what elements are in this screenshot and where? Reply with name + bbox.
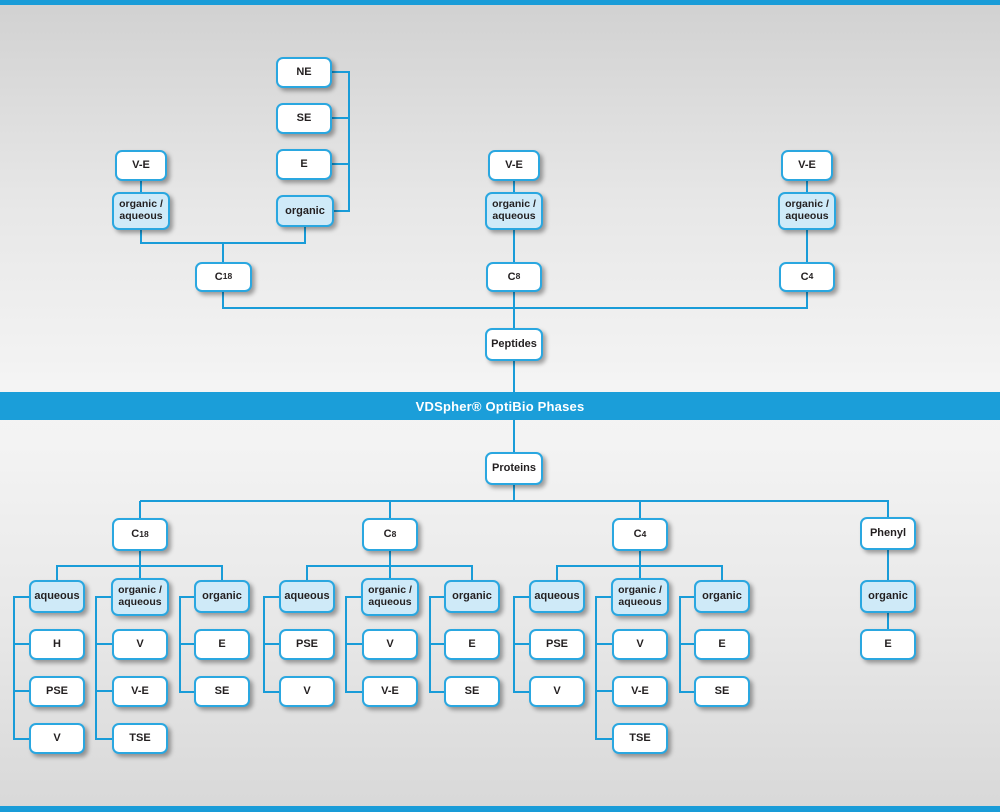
- box-proteins-c18-eluent-organic-aqueous: organic / aqueous: [111, 578, 169, 616]
- connector-trunk: [139, 292, 889, 518]
- box-peptides-c18-organic-phase-se: SE: [276, 103, 332, 134]
- box-peptides-root: Peptides: [485, 328, 543, 361]
- box-proteins-c18-organic-phase-e: E: [194, 629, 250, 660]
- banner-title: VDSpher® OptiBio Phases: [0, 392, 1000, 420]
- connector-peptides-organic-bus: [332, 71, 350, 212]
- top-accent-bar: [0, 0, 1000, 5]
- box-proteins-c4-orgaq-phase-tse: TSE: [612, 723, 668, 754]
- connector-proteins-c8-group: [263, 551, 473, 693]
- box-proteins-c4-orgaq-phase-ve: V-E: [612, 676, 668, 707]
- box-proteins-c18-aqueous-phase-pse: PSE: [29, 676, 85, 707]
- box-proteins-root: Proteins: [485, 452, 543, 485]
- box-proteins-c4-eluent-organic: organic: [694, 580, 750, 613]
- box-proteins-phenyl-eluent-organic: organic: [860, 580, 916, 613]
- connector-proteins-c4-group: [513, 551, 723, 740]
- box-proteins-c8-aqueous-phase-v: V: [279, 676, 335, 707]
- box-proteins-c18-aqueous-phase-h: H: [29, 629, 85, 660]
- box-peptides-c18-phase-ve: V-E: [115, 150, 167, 181]
- box-proteins-column-phenyl: Phenyl: [860, 517, 916, 550]
- box-proteins-c18-eluent-aqueous: aqueous: [29, 580, 85, 613]
- box-proteins-c18-orgaq-phase-tse: TSE: [112, 723, 168, 754]
- box-proteins-c8-eluent-organic: organic: [444, 580, 500, 613]
- box-proteins-c8-orgaq-phase-v: V: [362, 629, 418, 660]
- box-peptides-c18-eluent-organic-aqueous: organic / aqueous: [112, 192, 170, 230]
- box-proteins-c8-organic-phase-e: E: [444, 629, 500, 660]
- box-proteins-c4-eluent-aqueous: aqueous: [529, 580, 585, 613]
- box-proteins-c4-organic-phase-se: SE: [694, 676, 750, 707]
- box-peptides-c4-phase-ve: V-E: [781, 150, 833, 181]
- box-peptides-c18-organic-phase-ne: NE: [276, 57, 332, 88]
- box-proteins-phenyl-organic-phase-e: E: [860, 629, 916, 660]
- box-proteins-c4-orgaq-phase-v: V: [612, 629, 668, 660]
- box-peptides-c4-eluent-organic-aqueous: organic / aqueous: [778, 192, 836, 230]
- box-proteins-c18-orgaq-phase-ve: V-E: [112, 676, 168, 707]
- box-peptides-c18-organic-phase-e: E: [276, 149, 332, 180]
- box-proteins-c8-organic-phase-se: SE: [444, 676, 500, 707]
- box-proteins-c4-aqueous-phase-pse: PSE: [529, 629, 585, 660]
- box-peptides-c8-eluent-organic-aqueous: organic / aqueous: [485, 192, 543, 230]
- box-proteins-c8-eluent-organic-aqueous: organic / aqueous: [361, 578, 419, 616]
- box-proteins-c18-eluent-organic: organic: [194, 580, 250, 613]
- box-peptides-c18-eluent-organic: organic: [276, 195, 334, 227]
- box-peptides-c8-phase-ve: V-E: [488, 150, 540, 181]
- box-proteins-c8-orgaq-phase-ve: V-E: [362, 676, 418, 707]
- box-proteins-c18-aqueous-phase-v: V: [29, 723, 85, 754]
- box-proteins-c4-organic-phase-e: E: [694, 629, 750, 660]
- box-proteins-c18-organic-phase-se: SE: [194, 676, 250, 707]
- box-proteins-c4-eluent-organic-aqueous: organic / aqueous: [611, 578, 669, 616]
- bottom-accent-bar: [0, 806, 1000, 812]
- box-proteins-c18-orgaq-phase-v: V: [112, 629, 168, 660]
- box-proteins-c8-aqueous-phase-pse: PSE: [279, 629, 335, 660]
- box-proteins-c8-eluent-aqueous: aqueous: [279, 580, 335, 613]
- connector-peptides-c18-chain: [140, 181, 306, 262]
- connector-proteins-c18-group: [13, 551, 223, 740]
- box-proteins-c4-aqueous-phase-v: V: [529, 676, 585, 707]
